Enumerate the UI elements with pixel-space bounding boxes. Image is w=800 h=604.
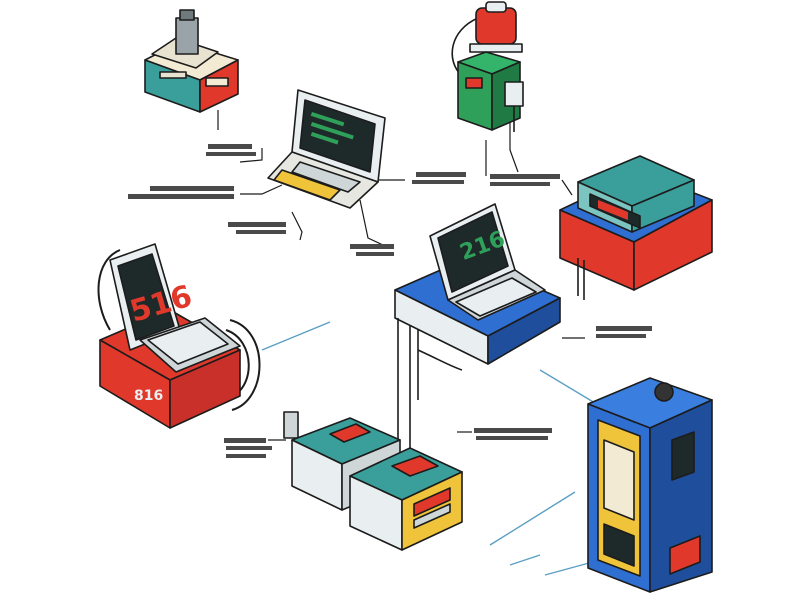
blender-icon (559, 155, 713, 300)
hotplate-icon (283, 411, 463, 551)
laptop-icon (267, 89, 386, 209)
terminal-icon: 216 (394, 203, 561, 470)
station-icon: 516 816 (97, 243, 261, 429)
extruder-icon (451, 1, 524, 132)
press-icon (144, 9, 239, 113)
caption-marks (128, 144, 652, 458)
cabinet-icon (587, 377, 713, 593)
station-panel-text: 816 (134, 388, 163, 404)
connector-lines (217, 110, 585, 441)
